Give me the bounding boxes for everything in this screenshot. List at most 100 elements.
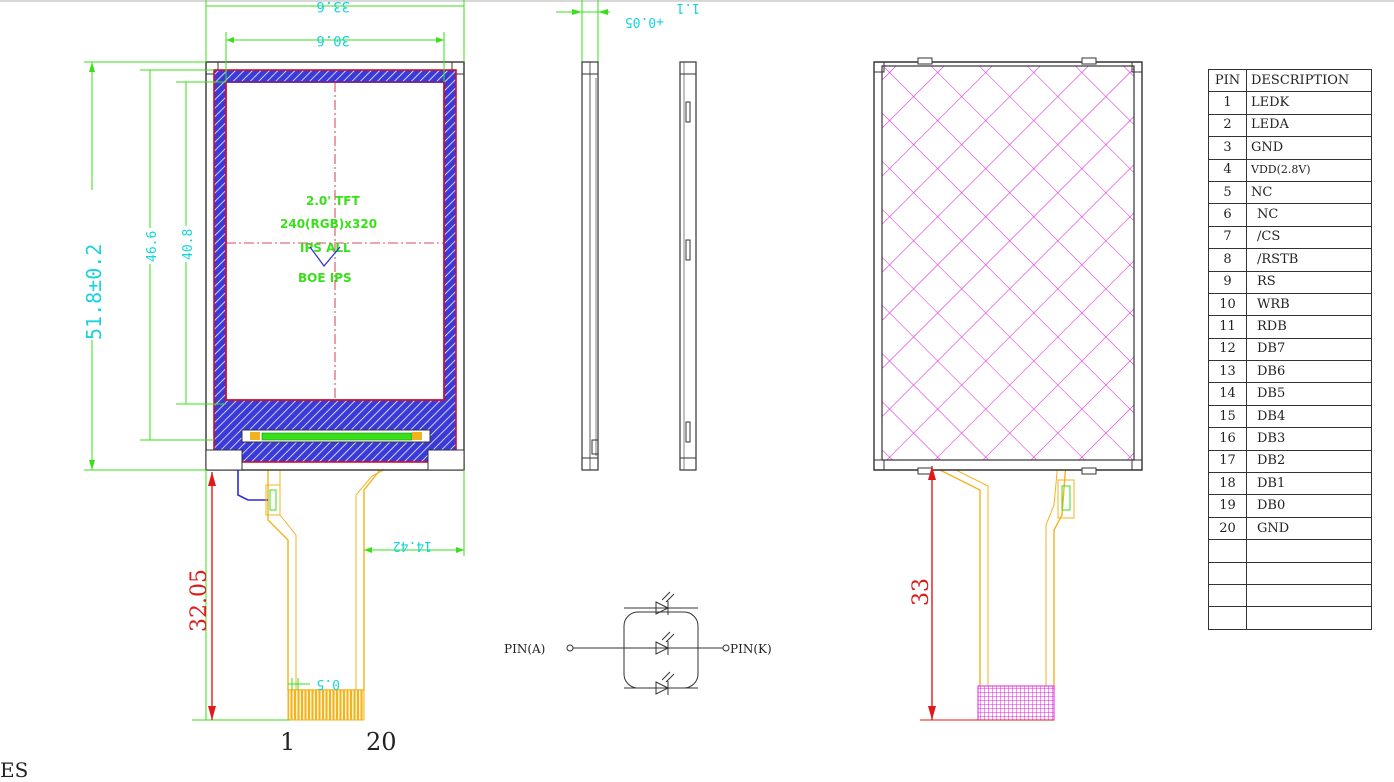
table-row: 7/CS	[1208, 225, 1372, 250]
pin-number: 4	[1208, 158, 1247, 182]
panel-label-line4: BOE IPS	[298, 271, 352, 285]
pin-number: 13	[1208, 360, 1247, 384]
pin-number	[1208, 583, 1247, 608]
pin-description: LEDK	[1246, 91, 1372, 115]
pin-number: 16	[1208, 427, 1247, 451]
dim-pin-pitch: 0.5	[317, 676, 340, 691]
pin-description: GND	[1246, 136, 1372, 160]
pin-number: 19	[1208, 494, 1247, 518]
pin-number: 7	[1208, 225, 1247, 250]
circuit-anode-label: PIN(A)	[504, 642, 545, 656]
dim-fpc-length-left: 32.05	[187, 569, 212, 632]
dim-outline-height: 46.6	[145, 231, 160, 262]
circuit-cathode-label: PIN(K)	[730, 642, 772, 656]
pin-description: RS	[1246, 270, 1372, 294]
pin-description	[1246, 539, 1372, 563]
table-row	[1208, 539, 1372, 563]
pin-description: DB1	[1246, 472, 1372, 496]
pin-number: 18	[1208, 472, 1247, 496]
pin-description: DB7	[1246, 337, 1372, 362]
dim-top-outer-width: 33.6	[316, 0, 350, 14]
pin-description: DB5	[1246, 382, 1372, 406]
dim-thickness: 1.1	[677, 0, 700, 15]
backlight-area	[881, 65, 1135, 461]
pin-description: DB4	[1246, 404, 1372, 429]
pin-description: DB0	[1246, 494, 1372, 518]
pin-description	[1246, 561, 1372, 585]
dim-active-height: 40.8	[181, 229, 196, 260]
table-row	[1208, 561, 1372, 585]
side-views: +0.05 1.1	[556, 0, 700, 471]
pin-description: LEDA	[1246, 113, 1372, 138]
pin-description: NC	[1246, 180, 1372, 205]
dim-total-height: 51.8±0.2	[82, 244, 106, 340]
front-view: 2.0' TFT 240(RGB)x320 IPS ALL BOE IPS 33…	[80, 0, 465, 756]
pin-description: NC	[1246, 203, 1372, 227]
pin-description: VDD(2.8V)	[1246, 158, 1372, 182]
panel-label-line1: 2.0' TFT	[306, 194, 360, 208]
pin-number: 14	[1208, 382, 1247, 406]
pin-number: 11	[1208, 315, 1247, 339]
table-row: 8/RSTB	[1208, 248, 1372, 272]
dim-fpc-length-right: 33	[909, 578, 934, 606]
pin-description	[1246, 583, 1372, 608]
description-column-header: DESCRIPTION	[1246, 68, 1372, 93]
panel-label-line2: 240(RGB)x320	[280, 217, 377, 231]
pin-number: 20	[1208, 516, 1247, 541]
pin-number: 5	[1208, 180, 1247, 205]
dim-thickness-tol: +0.05	[625, 14, 664, 29]
rear-view: 33	[873, 57, 1143, 721]
pin-description: DB2	[1246, 449, 1372, 474]
pin-description: GND	[1246, 516, 1372, 541]
pin-number: 17	[1208, 449, 1247, 474]
pin-description: RDB	[1246, 315, 1372, 339]
pin-number	[1208, 561, 1247, 585]
led-circuit: PIN(A) PIN(K)	[504, 591, 772, 695]
pin-number: 2	[1208, 113, 1247, 138]
pin-label-first: 1	[280, 728, 295, 756]
pin-number	[1208, 539, 1247, 563]
pin-number: 15	[1208, 404, 1247, 429]
pin-label-last: 20	[366, 728, 397, 756]
notes-heading-fragment: ES	[0, 758, 29, 782]
table-row	[1208, 606, 1372, 630]
pin-description: DB6	[1246, 360, 1372, 384]
table-row	[1208, 583, 1372, 608]
dim-fpc-offset: 14.42	[393, 538, 432, 553]
pin-number: 9	[1208, 270, 1247, 294]
pin-number: 10	[1208, 292, 1247, 317]
pin-description	[1246, 606, 1372, 630]
pin-description: DB3	[1246, 427, 1372, 451]
pin-description: WRB	[1246, 292, 1372, 317]
pin-description: /RSTB	[1246, 248, 1372, 272]
pin-number: 6	[1208, 203, 1247, 227]
pin-number	[1208, 606, 1247, 630]
pin-number: 8	[1208, 248, 1247, 272]
pin-number: 1	[1208, 91, 1247, 115]
pin-column-header: PIN	[1208, 68, 1247, 93]
fpc-pin-contacts-left	[287, 689, 365, 721]
dim-top-inner-width: 30.6	[316, 32, 350, 48]
pin-table-header: PIN DESCRIPTION	[1208, 68, 1372, 93]
panel-label-line3: IPS ALL	[300, 241, 351, 255]
pin-number: 12	[1208, 337, 1247, 362]
